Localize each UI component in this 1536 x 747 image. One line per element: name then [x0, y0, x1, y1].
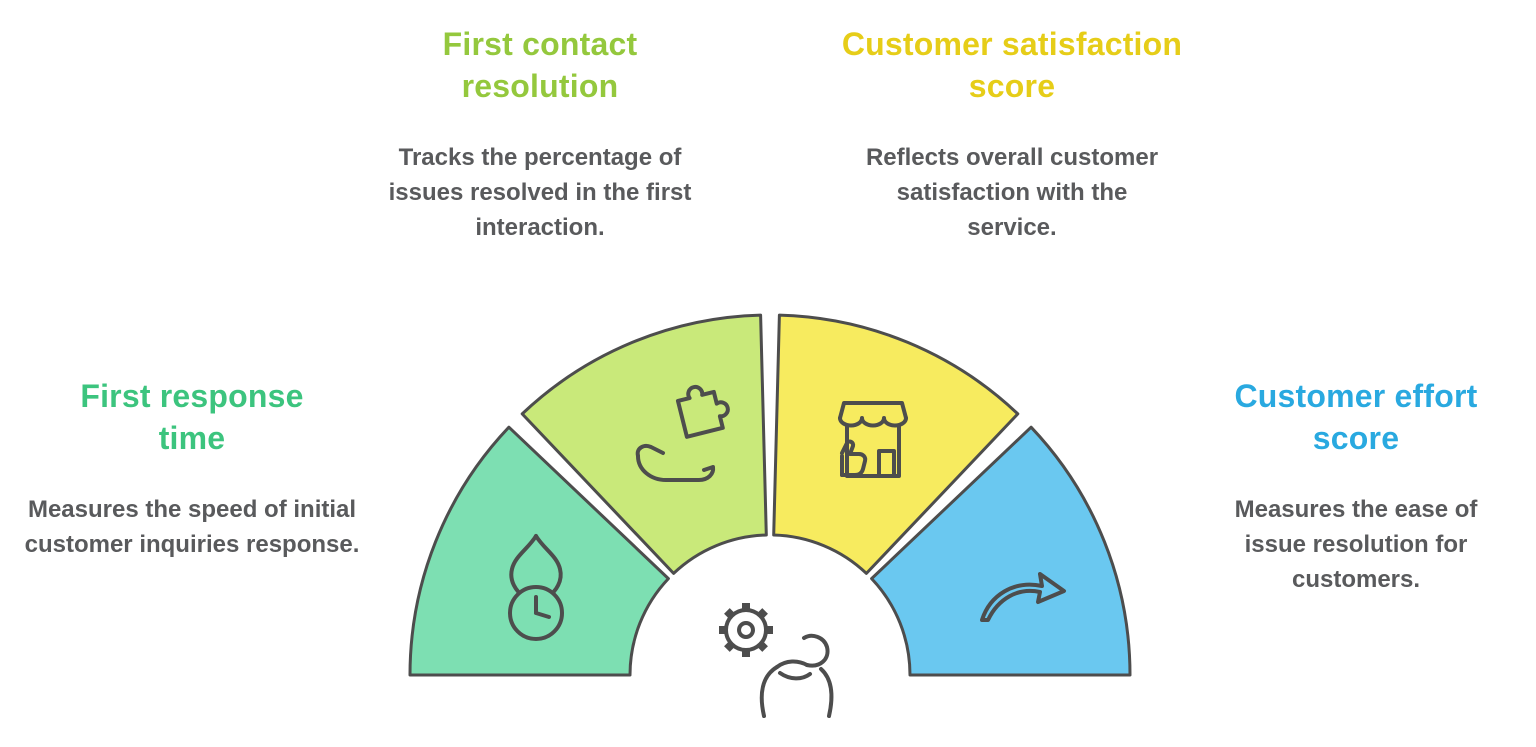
gauge-wedge-customer-satisfaction-score	[772, 313, 1020, 575]
hand-holding-gear-icon	[719, 603, 834, 718]
metric-description-first-response-time: Measures the speed of initial customer i…	[24, 496, 360, 558]
gauge-wedge-customer-effort-score	[870, 425, 1132, 677]
metric-block-first-response-time: First response time Measures the speed o…	[7, 376, 377, 563]
flame-stopwatch-icon	[508, 534, 564, 641]
metric-description-customer-effort-score: Measures the ease of issue resolution fo…	[1234, 496, 1478, 593]
metric-block-customer-effort-score: Customer effort score Measures the ease …	[1176, 376, 1536, 598]
metric-title-first-contact-resolution: First contact resolution	[442, 26, 638, 104]
metric-block-customer-satisfaction-score: Customer satisfaction score Reflects ove…	[827, 24, 1197, 246]
metric-description-first-contact-resolution: Tracks the percentage of issues resolved…	[388, 144, 692, 241]
metric-description-customer-satisfaction-score: Reflects overall customer satisfaction w…	[865, 144, 1159, 241]
metric-title-customer-effort-score: Customer effort score	[1234, 378, 1478, 456]
gauge-wedge-first-response-time	[408, 425, 670, 677]
curved-arrow-icon	[980, 572, 1066, 622]
storefront-thumbs-up-icon	[838, 401, 908, 478]
hand-puzzle-icon	[635, 384, 730, 482]
metric-title-first-response-time: First response time	[80, 378, 304, 456]
metric-block-first-contact-resolution: First contact resolution Tracks the perc…	[355, 24, 725, 246]
metric-title-customer-satisfaction-score: Customer satisfaction score	[841, 26, 1183, 104]
